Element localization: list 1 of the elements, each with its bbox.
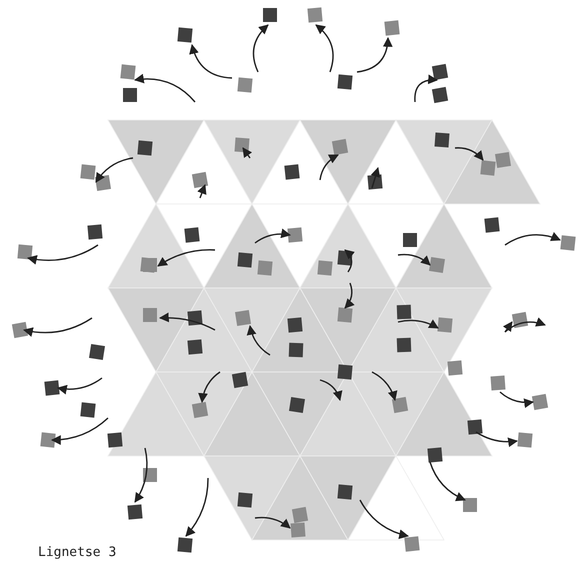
figure-label: Lignetse 3 bbox=[38, 545, 116, 560]
